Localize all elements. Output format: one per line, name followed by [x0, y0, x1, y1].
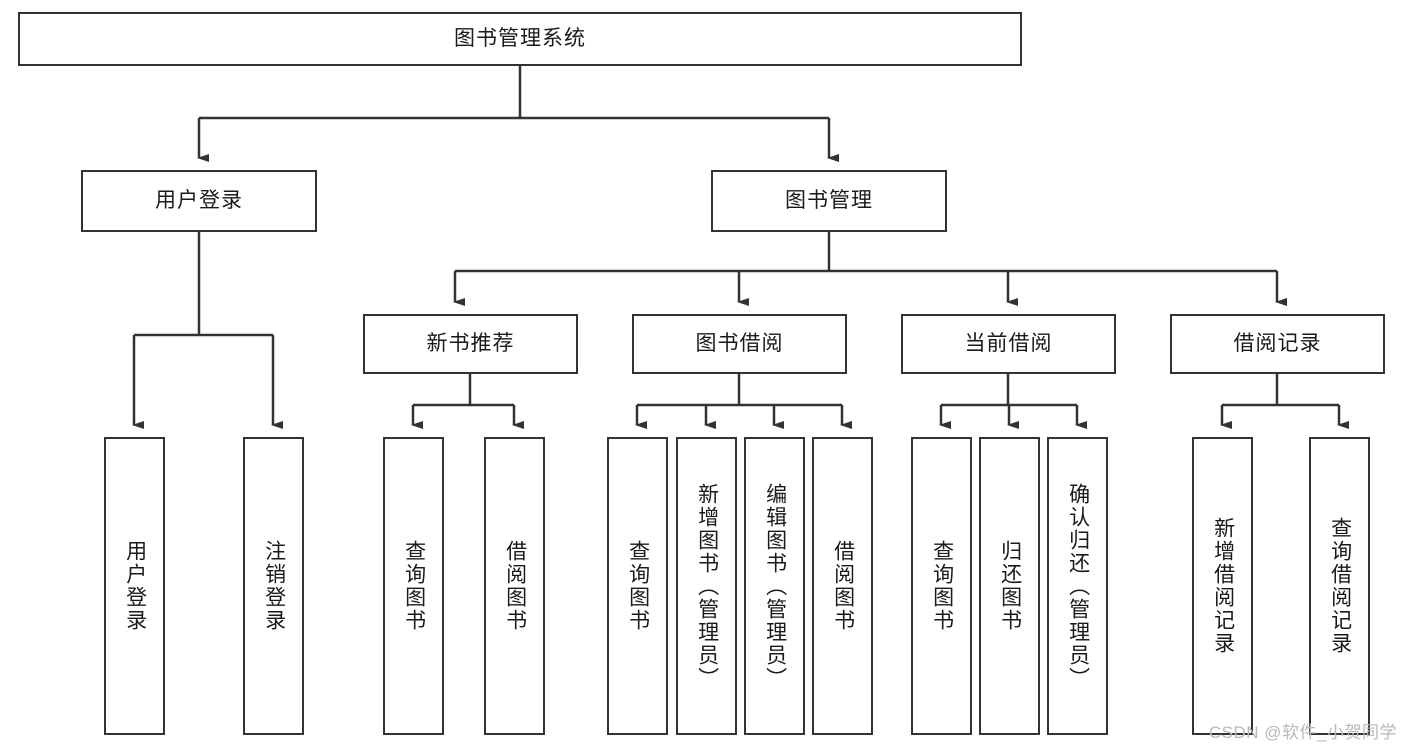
- watermark: CSDN @软件_小贺同学: [1208, 723, 1397, 742]
- leaf-new-book-query-label: 查询图书: [402, 540, 426, 632]
- leaf-borrow-query[interactable]: 查询图书: [607, 437, 668, 735]
- leaf-borrow-edit-admin[interactable]: 编辑图书（管理员）: [744, 437, 805, 735]
- leaf-user-login-signout-label: 注销登录: [262, 540, 286, 632]
- leaf-records-add[interactable]: 新增借阅记录: [1192, 437, 1253, 735]
- leaf-new-book-query[interactable]: 查询图书: [383, 437, 444, 735]
- leaf-records-add-label: 新增借阅记录: [1211, 517, 1235, 655]
- node-user-login[interactable]: 用户登录: [81, 170, 317, 232]
- node-new-book-recommend[interactable]: 新书推荐: [363, 314, 578, 374]
- leaf-borrow-query-label: 查询图书: [626, 540, 650, 632]
- leaf-current-confirm-return-admin-label: 确认归还（管理员）: [1066, 482, 1090, 690]
- node-borrow-records[interactable]: 借阅记录: [1170, 314, 1385, 374]
- leaf-borrow-add-admin-label: 新增图书（管理员）: [695, 482, 719, 690]
- leaf-borrow-borrow-book-label: 借阅图书: [831, 540, 855, 632]
- leaf-borrow-add-admin[interactable]: 新增图书（管理员）: [676, 437, 737, 735]
- leaf-user-login-signin[interactable]: 用户登录: [104, 437, 165, 735]
- leaf-current-query-label: 查询图书: [930, 540, 954, 632]
- leaf-user-login-signout[interactable]: 注销登录: [243, 437, 304, 735]
- leaf-current-confirm-return-admin[interactable]: 确认归还（管理员）: [1047, 437, 1108, 735]
- node-borrow-records-label: 借阅记录: [1233, 332, 1322, 356]
- node-new-book-recommend-label: 新书推荐: [426, 332, 515, 356]
- leaf-new-book-borrow-label: 借阅图书: [503, 540, 527, 632]
- node-current-borrow-label: 当前借阅: [964, 332, 1053, 356]
- leaf-new-book-borrow[interactable]: 借阅图书: [484, 437, 545, 735]
- node-root[interactable]: 图书管理系统: [18, 12, 1022, 66]
- node-root-label: 图书管理系统: [454, 27, 586, 51]
- leaf-current-return-label: 归还图书: [998, 540, 1022, 632]
- leaf-current-return[interactable]: 归还图书: [979, 437, 1040, 735]
- node-book-borrow-label: 图书借阅: [695, 332, 784, 356]
- node-book-borrow[interactable]: 图书借阅: [632, 314, 847, 374]
- node-book-management[interactable]: 图书管理: [711, 170, 947, 232]
- leaf-records-query-label: 查询借阅记录: [1328, 517, 1352, 655]
- leaf-user-login-signin-label: 用户登录: [123, 540, 147, 632]
- node-current-borrow[interactable]: 当前借阅: [901, 314, 1116, 374]
- leaf-borrow-edit-admin-label: 编辑图书（管理员）: [763, 482, 787, 690]
- leaf-records-query[interactable]: 查询借阅记录: [1309, 437, 1370, 735]
- leaf-borrow-borrow-book[interactable]: 借阅图书: [812, 437, 873, 735]
- leaf-current-query[interactable]: 查询图书: [911, 437, 972, 735]
- node-book-management-label: 图书管理: [785, 189, 873, 213]
- node-user-login-label: 用户登录: [155, 189, 243, 213]
